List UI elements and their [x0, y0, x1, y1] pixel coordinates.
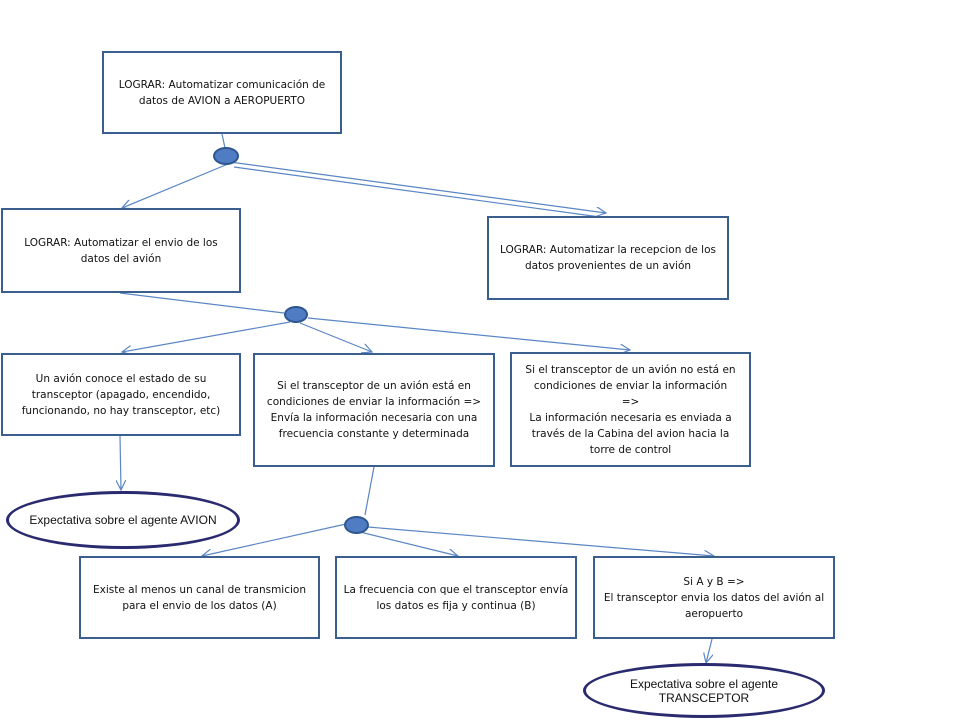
- connector-node2-state: [122, 321, 291, 352]
- expectation-transceptor-ellipse: Expectativa sobre el agente TRANSCEPTOR: [583, 663, 825, 718]
- goal-root-text: LOGRAR: Automatizar comunicación de dato…: [118, 78, 326, 107]
- connector-send-node2: [119, 292, 285, 314]
- goal-receive-text: LOGRAR: Automatizar la recepcion de los …: [500, 244, 716, 272]
- condition-b-text: La frecuencia con que el transceptor env…: [343, 583, 569, 612]
- subgoal-state-box: Un avión conoce el estado de su transcep…: [1, 353, 241, 436]
- goal-send-text: LOGRAR: Automatizar el envio de los dato…: [24, 236, 218, 265]
- expectation-avion-ellipse: Expectativa sobre el agente AVION: [6, 491, 240, 549]
- connector-node1-receive-2: [233, 166, 601, 218]
- goal-receive-box: LOGRAR: Automatizar la recepcion de los …: [487, 216, 729, 300]
- condition-ab-box: Si A y B => El transceptor envia los dat…: [593, 556, 835, 639]
- connector-ab-expectation: [706, 638, 712, 663]
- condition-a-text: Existe al menos un canal de transmicion …: [93, 583, 306, 612]
- connector-node3-ab: [367, 526, 714, 556]
- subgoal-cannotsend-text: Si el transceptor de un avión no está en…: [525, 363, 736, 456]
- connector-node1-send: [122, 163, 229, 208]
- subgoal-cannotsend-box: Si el transceptor de un avión no está en…: [510, 352, 751, 467]
- goal-send-box: LOGRAR: Automatizar el envio de los dato…: [1, 208, 241, 293]
- and-node-3: [344, 516, 369, 534]
- and-node-1: [213, 147, 239, 165]
- connector-state-expectation: [120, 435, 121, 490]
- condition-ab-text: Si A y B => El transceptor envia los dat…: [603, 575, 825, 620]
- connector-cansend-node3: [364, 466, 375, 516]
- condition-a-box: Existe al menos un canal de transmicion …: [79, 556, 320, 639]
- connector-root-node1: [221, 133, 226, 149]
- connector-node1-receive: [229, 161, 606, 213]
- subgoal-state-text: Un avión conoce el estado de su transcep…: [21, 372, 221, 417]
- connector-node3-a: [202, 523, 347, 556]
- connector-node2-cansend: [299, 322, 372, 352]
- subgoal-cansend-box: Si el transceptor de un avión está en co…: [253, 353, 495, 467]
- goal-root-box: LOGRAR: Automatizar comunicación de dato…: [102, 51, 342, 134]
- and-node-2: [284, 306, 308, 323]
- connector-node3-b: [359, 531, 458, 556]
- expectation-avion-text: Expectativa sobre el agente AVION: [29, 513, 217, 527]
- condition-b-box: La frecuencia con que el transceptor env…: [335, 556, 577, 639]
- expectation-transceptor-text: Expectativa sobre el agente TRANSCEPTOR: [629, 676, 779, 705]
- connector-node2-cannotsend: [307, 317, 630, 350]
- subgoal-cansend-text: Si el transceptor de un avión está en co…: [266, 380, 482, 440]
